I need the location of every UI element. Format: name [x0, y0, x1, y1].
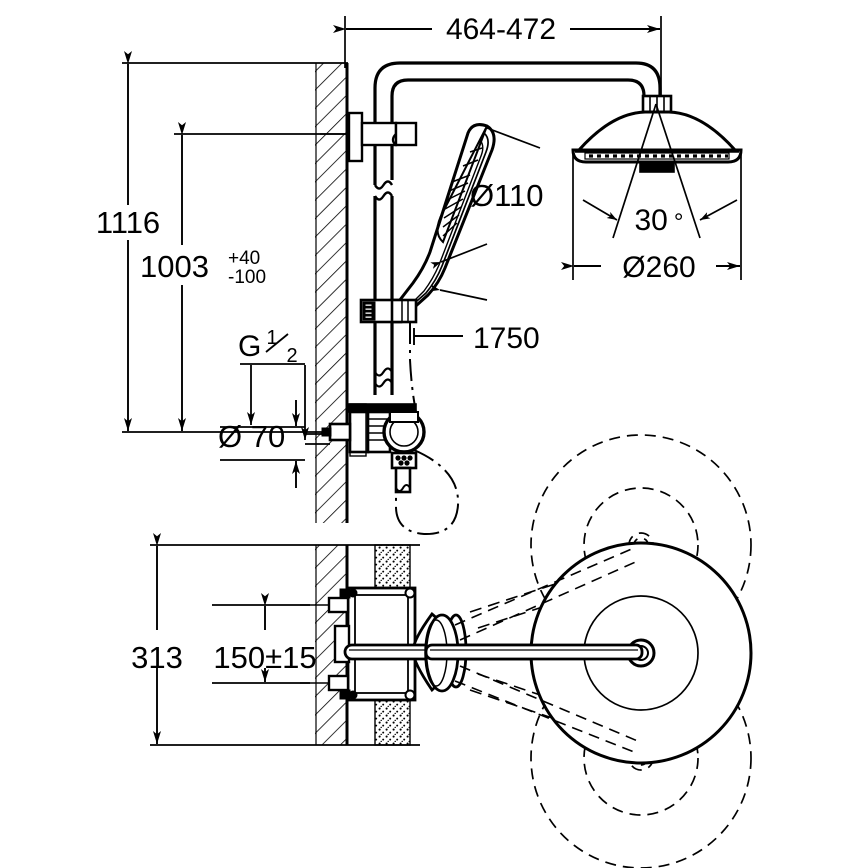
spray-angle-arrows — [582, 199, 738, 221]
dimension-label-spray-angle: 30° — [635, 204, 684, 237]
dimension-label-mounting-centres: 150±15 — [213, 640, 316, 675]
fraction-numerator: 1 — [266, 327, 277, 349]
dimension-label-arm-reach: 464-472 — [446, 13, 556, 46]
dimension-label-hand-shower-diameter: Ø110 — [470, 178, 544, 213]
wall-elevation — [315, 63, 349, 523]
dimension-label-hose-length: 1750 — [473, 322, 540, 355]
dimension-label-inlet-diameter: Ø 70 — [218, 419, 285, 454]
hand-shower-holder — [359, 298, 418, 324]
dimension-label-valve-height: 313 — [131, 640, 183, 675]
dimension-label-head-diameter: Ø260 — [622, 251, 695, 284]
dimension-tolerance-plus: +40 — [228, 248, 260, 269]
thread-fraction: 1 2 — [265, 327, 298, 367]
dimension-label-overall-height: 1116 — [96, 205, 160, 240]
plan-projection-lines — [454, 547, 641, 753]
dimension-mounting-centres — [212, 593, 310, 684]
leader-hose-length — [413, 328, 463, 345]
thermostatic-mixer — [347, 403, 426, 494]
spout-arm-plan — [424, 643, 644, 661]
dimension-label-riser-height: 1003 — [140, 249, 209, 284]
dimension-label-inlet-thread: G — [238, 330, 261, 363]
mixer-inlet-connectors — [321, 422, 352, 442]
spout-rotation-range — [469, 555, 651, 749]
head-shower — [571, 94, 743, 173]
shower-hose — [395, 322, 460, 536]
dimension-riser-height — [174, 122, 349, 431]
fraction-denominator: 2 — [286, 345, 297, 367]
spout-swivel-plan — [424, 434, 753, 868]
spray-cone-30-degrees — [612, 103, 701, 239]
dimension-inlet-diameter-lines — [220, 400, 330, 488]
dimension-head-diameter — [561, 152, 742, 280]
leader-hand-shower-diameter — [429, 127, 541, 301]
dimension-tolerance-minus: -100 — [228, 267, 266, 288]
dimension-overall-height — [122, 51, 348, 433]
